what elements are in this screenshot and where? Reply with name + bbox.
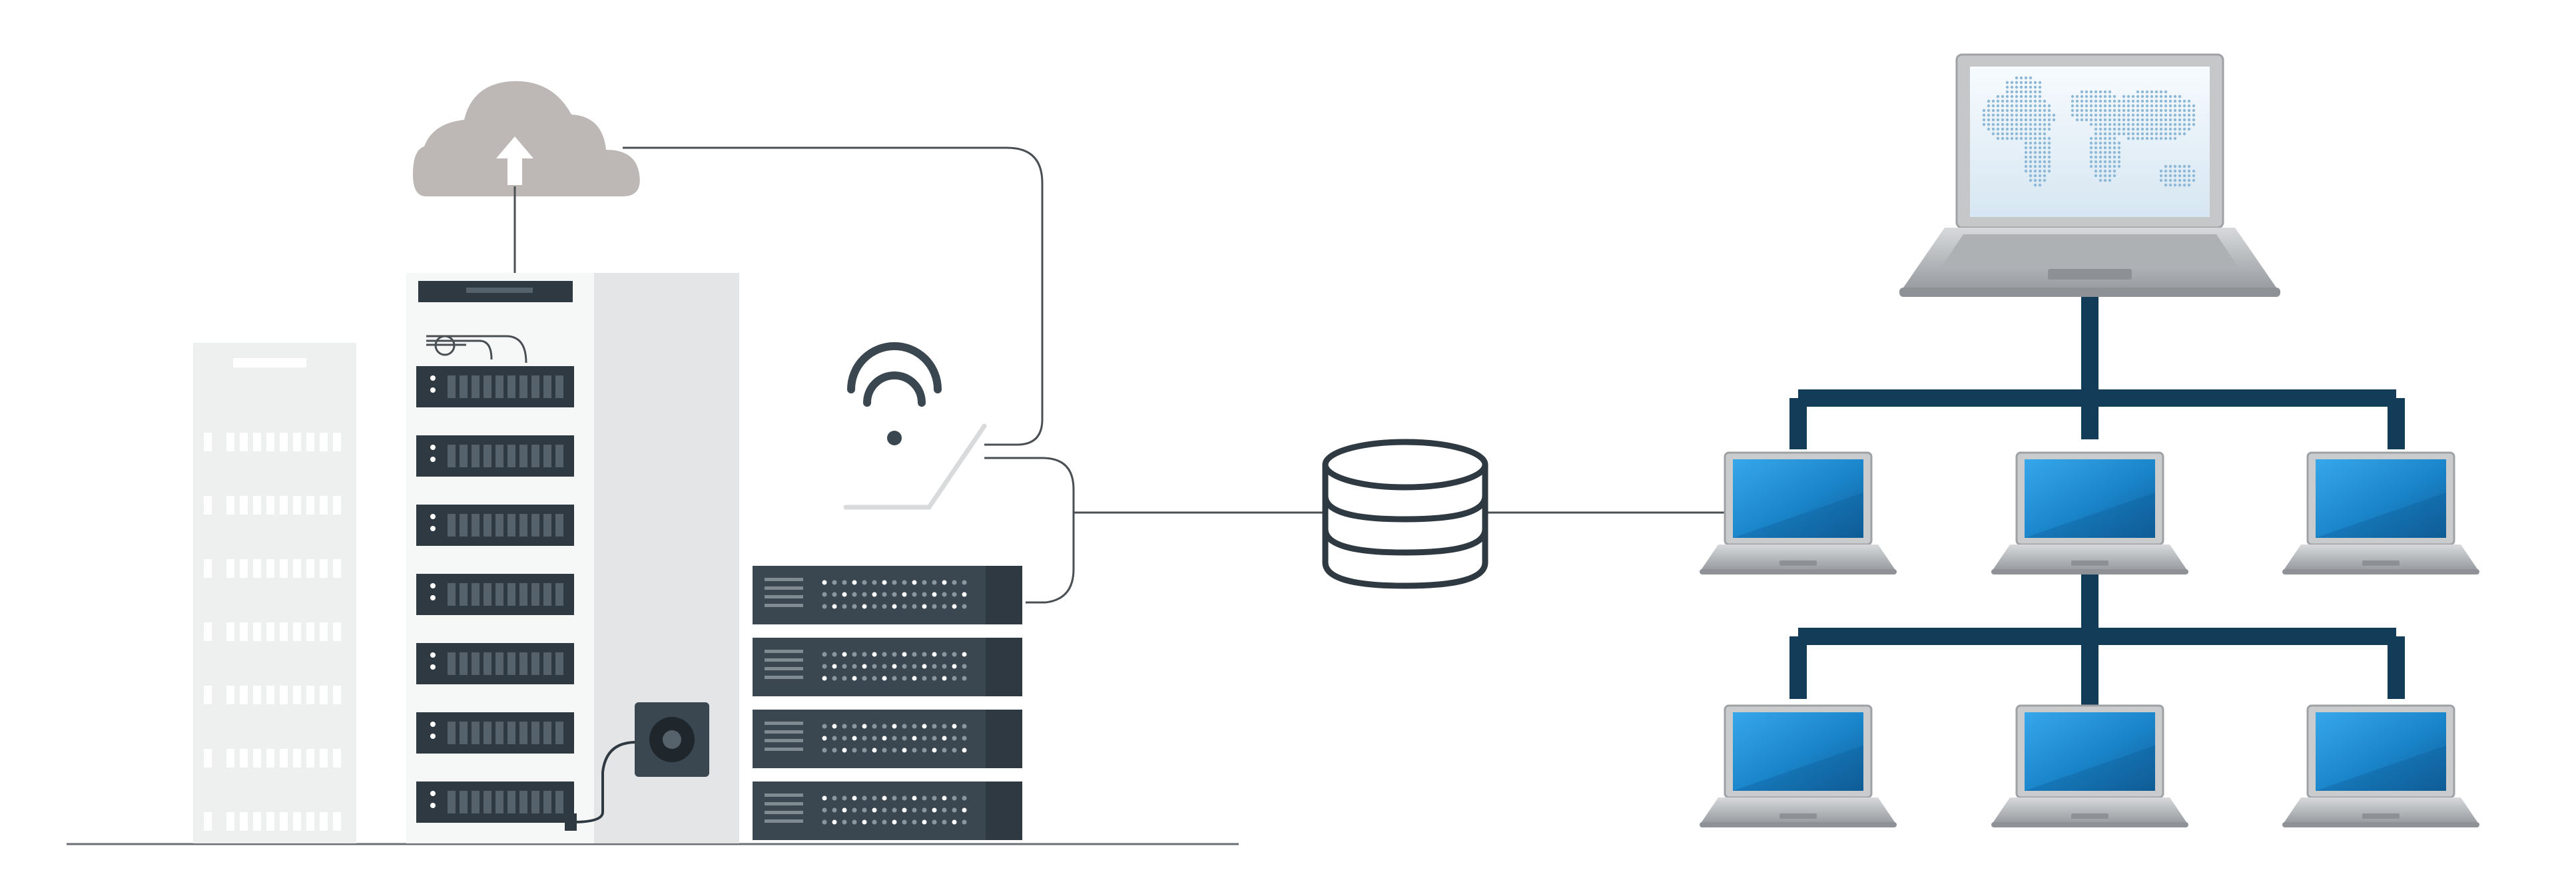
server-unit — [416, 643, 574, 684]
back-rack-slot — [204, 749, 341, 768]
laptop-icon — [1991, 704, 2188, 827]
world-map-icon — [1982, 76, 2196, 187]
laptop-icon — [1700, 451, 1897, 574]
laptop-icon — [2282, 451, 2479, 574]
hierarchy-tree — [1789, 297, 2405, 706]
back-rack-slot — [204, 433, 341, 451]
wifi-access-point — [843, 342, 987, 510]
back-rack-slot — [204, 622, 341, 641]
server-unit — [416, 366, 574, 407]
switch-unit — [753, 710, 1022, 768]
front-rack-units — [416, 366, 574, 823]
back-rack-slot — [204, 686, 341, 704]
switch-unit — [753, 638, 1022, 696]
main-laptop — [1899, 53, 2280, 297]
switch-unit — [753, 781, 1022, 840]
back-rack-slots — [204, 433, 341, 892]
back-rack-slot — [204, 875, 341, 892]
cloud-upload-icon — [413, 81, 640, 273]
connector-lines — [623, 146, 1745, 604]
switch-unit — [753, 566, 1022, 624]
laptop-icon — [1700, 704, 1897, 827]
back-rack-slot — [204, 559, 341, 578]
laptop-icon — [2282, 704, 2479, 827]
server-unit — [416, 435, 574, 477]
back-rack-slot — [204, 812, 341, 831]
server-unit — [416, 574, 574, 615]
network-switch-stack — [753, 566, 1022, 840]
back-rack-slot — [204, 496, 341, 515]
server-unit — [416, 712, 574, 754]
server-unit — [416, 781, 574, 823]
cooling-fan — [565, 702, 709, 831]
laptop-icon — [1991, 451, 2188, 574]
server-rack-back — [193, 343, 356, 892]
database-icon — [1322, 439, 1488, 589]
server-unit — [416, 505, 574, 546]
client-laptops — [1700, 451, 2479, 827]
